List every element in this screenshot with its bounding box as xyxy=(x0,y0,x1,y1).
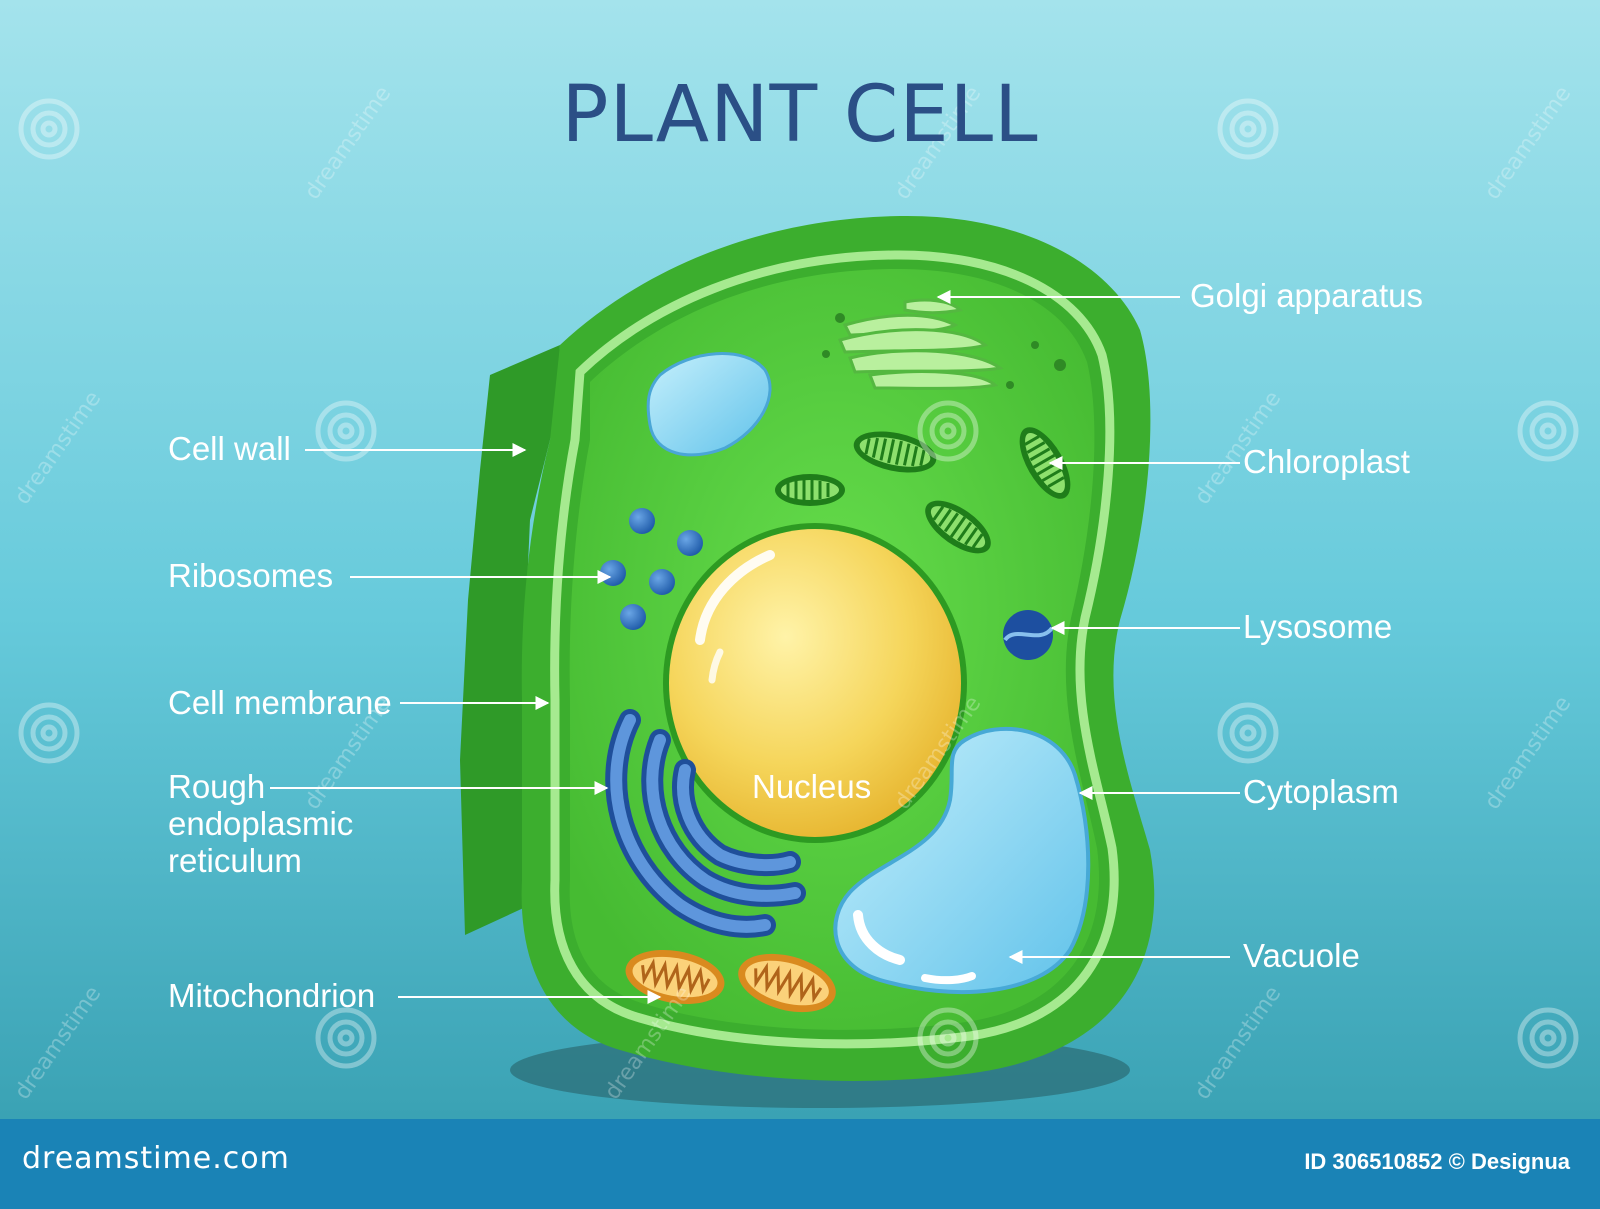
watermark-logo-icon xyxy=(315,400,377,462)
label-rough-er-line-2: endoplasmic xyxy=(168,805,354,842)
label-golgi-apparatus: Golgi apparatus xyxy=(1190,277,1423,314)
watermark-logo-icon xyxy=(18,702,80,764)
label-chloroplast: Chloroplast xyxy=(1243,443,1410,480)
label-rough-er-line-1: Rough xyxy=(168,768,266,805)
label-lysosome: Lysosome xyxy=(1243,608,1393,645)
label-cell-wall: Cell wall xyxy=(168,430,291,467)
chloroplast-2 xyxy=(1019,427,1071,499)
mitochondria xyxy=(625,949,836,1013)
label-cell-membrane: Cell membrane xyxy=(168,684,392,721)
lysosome xyxy=(1003,610,1054,660)
page-title: PLANT CELL xyxy=(561,70,1039,160)
footer-bar: dreamstime.com ID 306510852 © Designua xyxy=(0,1119,1600,1209)
watermark-logo-icon xyxy=(917,1007,979,1069)
watermark-logo-icon xyxy=(917,400,979,462)
label-nucleus: Nucleus xyxy=(752,768,872,805)
mitochondrion-2 xyxy=(738,953,836,1013)
watermark-logo-icon xyxy=(1217,98,1279,160)
chloroplasts xyxy=(775,427,1071,554)
ribosomes xyxy=(600,508,703,630)
large-vacuole xyxy=(833,726,1091,994)
brand-link[interactable]: dreamstime.com xyxy=(22,1141,290,1176)
diagram-canvas xyxy=(0,0,1600,1119)
watermark-logo-icon xyxy=(315,1007,377,1069)
watermark-logo-icon xyxy=(1217,702,1279,764)
label-ribosomes: Ribosomes xyxy=(168,557,334,594)
small-vacuole xyxy=(646,352,772,457)
label-vacuole: Vacuole xyxy=(1243,937,1360,974)
leader-lines xyxy=(270,290,1240,1004)
chloroplast-1 xyxy=(853,431,937,473)
cell-membrane-outline xyxy=(550,250,1119,1049)
chloroplast-3 xyxy=(775,474,845,506)
chloroplast-4 xyxy=(925,500,991,554)
watermark-logo-icon xyxy=(18,98,80,160)
rough-endoplasmic-reticulum xyxy=(605,709,806,938)
watermark-logo-icon xyxy=(1517,400,1579,462)
label-mitochondrion: Mitochondrion xyxy=(168,977,376,1014)
label-cytoplasm: Cytoplasm xyxy=(1243,773,1399,810)
nucleus xyxy=(663,523,967,843)
watermark-logo-icon xyxy=(1517,1007,1579,1069)
image-credit: ID 306510852 © Designua xyxy=(1304,1149,1570,1174)
label-rough-er-line-3: reticulum xyxy=(168,842,302,879)
label-rough-er: Rough endoplasmic reticulum xyxy=(168,768,353,879)
